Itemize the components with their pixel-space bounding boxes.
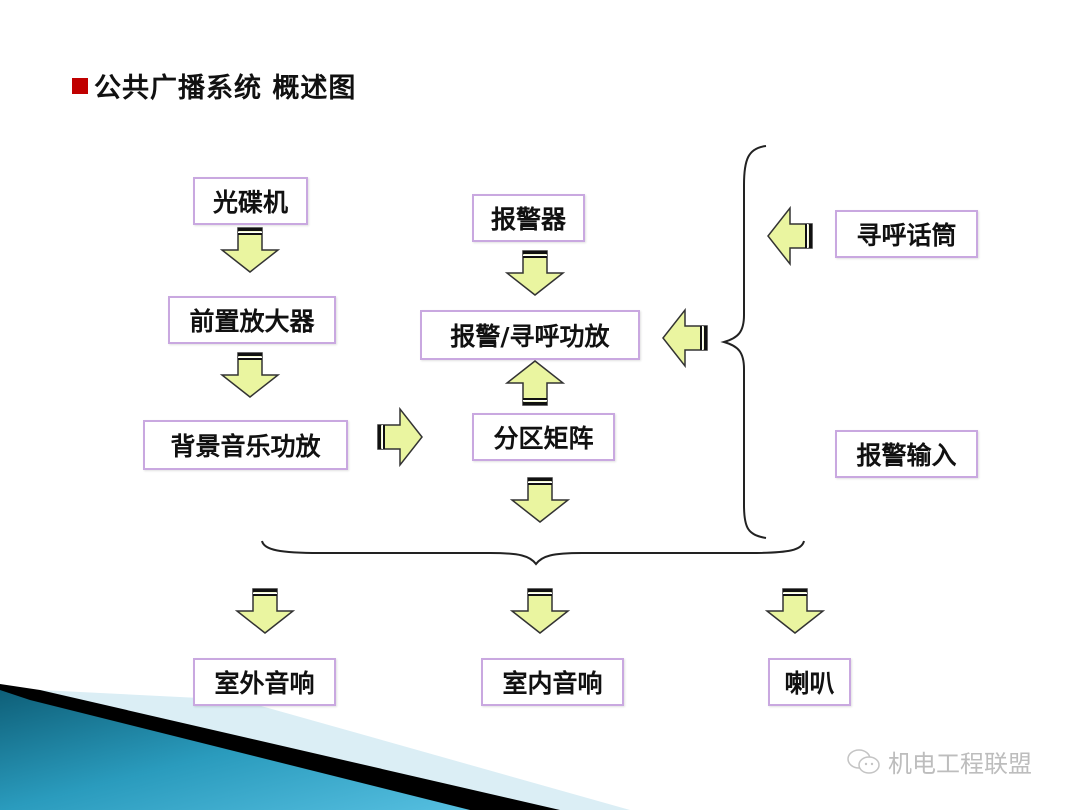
arrow-tail-stripe	[523, 400, 547, 402]
watermark: 机电工程联盟	[846, 744, 1032, 779]
arrow-outputs-to-indoor-speaker	[509, 588, 571, 634]
arrow-tail-stripe	[383, 425, 385, 449]
arrow-tail-stripe	[238, 353, 262, 356]
node-horn: 喇叭	[768, 658, 851, 706]
arrow-tail-stripe	[528, 478, 552, 481]
node-label: 报警器	[490, 205, 566, 234]
node-label: 报警/寻呼功放	[450, 322, 610, 351]
node-alarm-input: 报警输入	[835, 430, 978, 478]
node-label: 背景音乐功放	[170, 432, 321, 461]
node-label: 前置放大器	[189, 307, 315, 336]
arrow-alarm-to-alarm-paging-amp	[504, 250, 566, 296]
arrow-zone-matrix-to-outputs	[509, 477, 571, 523]
arrow-tail-stripe	[528, 589, 552, 592]
node-zone-matrix: 分区矩阵	[472, 413, 615, 461]
watermark-text: 机电工程联盟	[888, 750, 1032, 778]
arrow-tail-stripe	[700, 326, 702, 350]
node-bgm-amp: 背景音乐功放	[143, 420, 348, 470]
arrow-cd-player-to-preamp	[219, 227, 281, 273]
arrow-tail-stripe	[238, 358, 262, 360]
node-label: 光碟机	[212, 188, 288, 217]
arrow-tail-stripe	[702, 326, 704, 350]
node-label: 报警输入	[856, 441, 957, 470]
arrow-tail-stripe	[523, 402, 547, 405]
node-alarm-paging-amp: 报警/寻呼功放	[420, 310, 640, 360]
arrow-tail-stripe	[783, 589, 807, 592]
arrow-outputs-to-outdoor-speaker	[234, 588, 296, 634]
node-alarm: 报警器	[472, 194, 585, 242]
arrow-tail-stripe	[528, 594, 552, 596]
arrow-tail-stripe	[704, 326, 707, 350]
arrow-tail-stripe	[528, 481, 552, 483]
node-paging-mic: 寻呼话筒	[835, 210, 978, 258]
arrow-tail-stripe	[378, 425, 381, 449]
arrow-tail-stripe	[238, 228, 262, 231]
arrow-tail-stripe	[253, 594, 277, 596]
arrow-tail-stripe	[809, 224, 812, 248]
arrow-tail-stripe	[528, 592, 552, 594]
node-label: 分区矩阵	[493, 424, 594, 453]
arrow-tail-stripe	[528, 483, 552, 485]
arrow-bgm-amp-to-zone-matrix	[377, 406, 423, 468]
node-label: 室外音响	[214, 669, 315, 698]
arrow-tail-stripe	[783, 594, 807, 596]
node-outdoor-speaker: 室外音响	[193, 658, 336, 706]
node-indoor-speaker: 室内音响	[481, 658, 624, 706]
decor-teal-band	[0, 690, 470, 810]
arrow-tail-stripe	[238, 231, 262, 233]
arrow-outputs-to-horn	[764, 588, 826, 634]
arrow-tail-stripe	[238, 233, 262, 235]
arrow-zone-matrix-to-alarm-paging-amp	[504, 360, 566, 406]
node-label: 寻呼话筒	[856, 221, 957, 250]
arrow-tail-stripe	[253, 589, 277, 592]
title-text: 公共广播系统 概述图	[94, 73, 357, 104]
inputs-brace	[720, 145, 767, 539]
title-bullet-icon	[72, 77, 88, 94]
page-title: 公共广播系统 概述图	[72, 66, 356, 105]
arrow-tail-stripe	[523, 256, 547, 258]
arrow-tail-stripe	[783, 592, 807, 594]
wechat-icon	[847, 748, 880, 774]
arrow-tail-stripe	[805, 224, 807, 248]
outputs-brace	[261, 540, 805, 566]
node-label: 喇叭	[784, 669, 835, 698]
arrow-tail-stripe	[523, 254, 547, 256]
arrow-tail-stripe	[381, 425, 383, 449]
node-preamp: 前置放大器	[168, 296, 336, 344]
arrow-tail-stripe	[253, 592, 277, 594]
arrow-alarm-input-to-alarm-paging-amp	[662, 307, 708, 369]
arrow-tail-stripe	[807, 224, 809, 248]
arrow-preamp-to-bgm-amp	[219, 352, 281, 398]
arrow-paging-mic-to-alarm-paging-amp	[767, 205, 813, 267]
arrow-tail-stripe	[523, 398, 547, 400]
arrow-tail-stripe	[523, 251, 547, 254]
arrow-tail-stripe	[238, 356, 262, 358]
node-label: 室内音响	[502, 669, 603, 698]
node-cd-player: 光碟机	[193, 177, 308, 225]
